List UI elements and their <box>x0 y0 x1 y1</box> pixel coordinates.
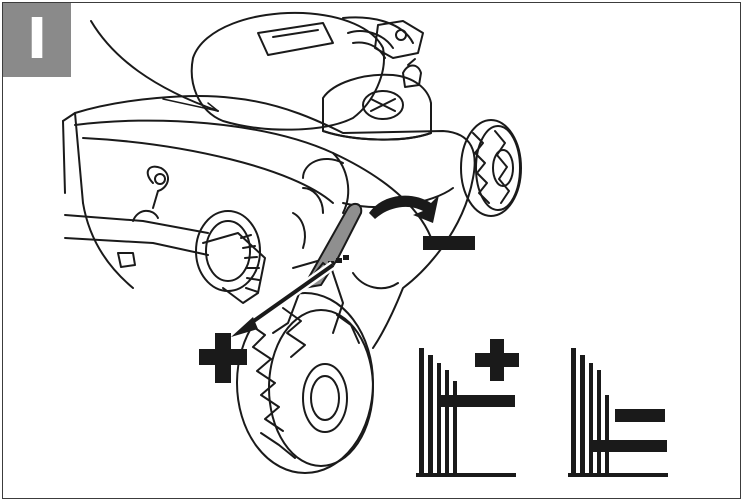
front-left-wheel <box>236 292 374 474</box>
arrow-increase <box>231 261 336 337</box>
lever-minus-sign <box>423 236 475 250</box>
rear-hub <box>195 187 324 304</box>
mower-illustration <box>62 11 668 477</box>
legend-plus-sign <box>475 339 519 381</box>
front-right-wheel <box>460 119 522 217</box>
lever-plus-sign <box>199 333 247 383</box>
engine-block <box>322 58 432 141</box>
grass-tall-icon <box>416 348 516 477</box>
handle-bar <box>64 165 209 268</box>
grass-short-icon <box>568 348 668 477</box>
legend-minus-sign <box>615 409 665 422</box>
step-label: I <box>3 3 71 77</box>
wheel-bracket <box>272 257 344 334</box>
arrow-decrease <box>369 195 439 223</box>
engine-cover <box>190 11 424 131</box>
handle-cable <box>90 20 219 112</box>
